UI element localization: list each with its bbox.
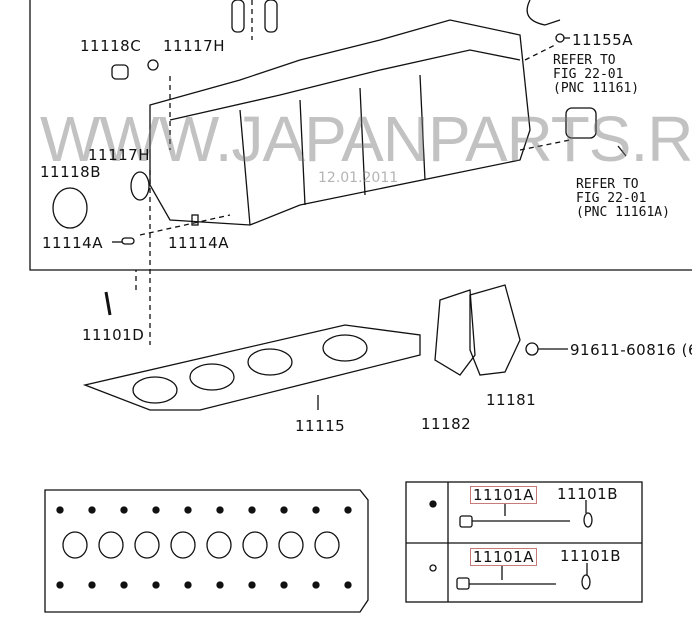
bore-outline	[278, 531, 304, 559]
bolt-hole	[280, 581, 288, 589]
plug-11118C	[111, 64, 129, 80]
part-label-11118C[interactable]: 11118C	[80, 37, 142, 55]
bolt-hole	[120, 506, 128, 514]
bolt-hole	[184, 506, 192, 514]
seal-11117H	[130, 171, 150, 201]
bolt-table	[405, 481, 643, 603]
bolt-hole	[120, 581, 128, 589]
part-label-11114A-right[interactable]: 11114A	[168, 234, 229, 252]
plug-11161	[565, 107, 597, 139]
part-label-11181[interactable]: 11181	[486, 391, 537, 409]
part-label-11182[interactable]: 11182	[421, 415, 472, 433]
bore-outline	[98, 531, 124, 559]
part-label-11155A[interactable]: 11155A	[572, 31, 633, 49]
washer-label-11101B-row2[interactable]: 11101B	[560, 547, 622, 565]
part-label-11117H[interactable]: 11117H	[88, 146, 150, 164]
bolt-hole	[216, 506, 224, 514]
part-label-11101D[interactable]: 11101D	[82, 326, 145, 344]
refer-note-11161A[interactable]: REFER TO FIG 22-01 (PNC 11161A)	[576, 177, 670, 220]
part-label-11114A-left[interactable]: 11114A	[42, 234, 103, 252]
washer-11117H-top	[147, 59, 159, 71]
stud-11101D	[104, 291, 112, 316]
bolt-label-11101A-row1[interactable]: 11101A	[470, 486, 537, 504]
bore-outline	[170, 531, 196, 559]
bore-outline	[62, 531, 88, 559]
bolt-hole	[88, 581, 96, 589]
bolt-hole	[88, 506, 96, 514]
refer-note-11161[interactable]: REFER TO FIG 22-01 (PNC 11161)	[553, 53, 640, 96]
bolt-hole	[56, 506, 64, 514]
bolt-hole	[152, 581, 160, 589]
washer-label-11101B-row1[interactable]: 11101B	[557, 485, 619, 503]
bolt-91611	[525, 342, 539, 356]
bolt-hole	[184, 581, 192, 589]
bolt-hole	[248, 581, 256, 589]
bolt-hole	[344, 506, 352, 514]
plug-11118B	[52, 187, 88, 229]
part-label-11115[interactable]: 11115	[295, 417, 346, 435]
watermark: WWW.JAPANPARTS.RU	[40, 103, 692, 175]
date-stamp: 12.01.2011	[318, 170, 399, 186]
bolt-hole	[344, 581, 352, 589]
bolt-hole	[280, 506, 288, 514]
bolt-hole	[312, 506, 320, 514]
head-gasket-11115	[82, 324, 421, 411]
bolt-hole	[312, 581, 320, 589]
bolt-hole	[56, 581, 64, 589]
bolt-hole	[216, 581, 224, 589]
bore-outline	[242, 531, 268, 559]
bore-outline	[206, 531, 232, 559]
bolt-hole	[248, 506, 256, 514]
bore-outline	[314, 531, 340, 559]
cover-11181	[469, 284, 521, 376]
bolt-hole	[152, 506, 160, 514]
bolt-label-11101A-row2[interactable]: 11101A	[470, 548, 537, 566]
gasket-11182	[434, 289, 476, 376]
bore-outline	[134, 531, 160, 559]
cylinder-head-drawing	[149, 0, 561, 226]
part-label-11118B[interactable]: 11118B	[40, 163, 102, 181]
part-label-11117H-top[interactable]: 11117H	[163, 37, 225, 55]
top-frame	[29, 0, 692, 271]
part-label-91611-60816[interactable]: 91611-60816 (6	[570, 341, 692, 359]
head-bottom-view	[44, 489, 369, 613]
